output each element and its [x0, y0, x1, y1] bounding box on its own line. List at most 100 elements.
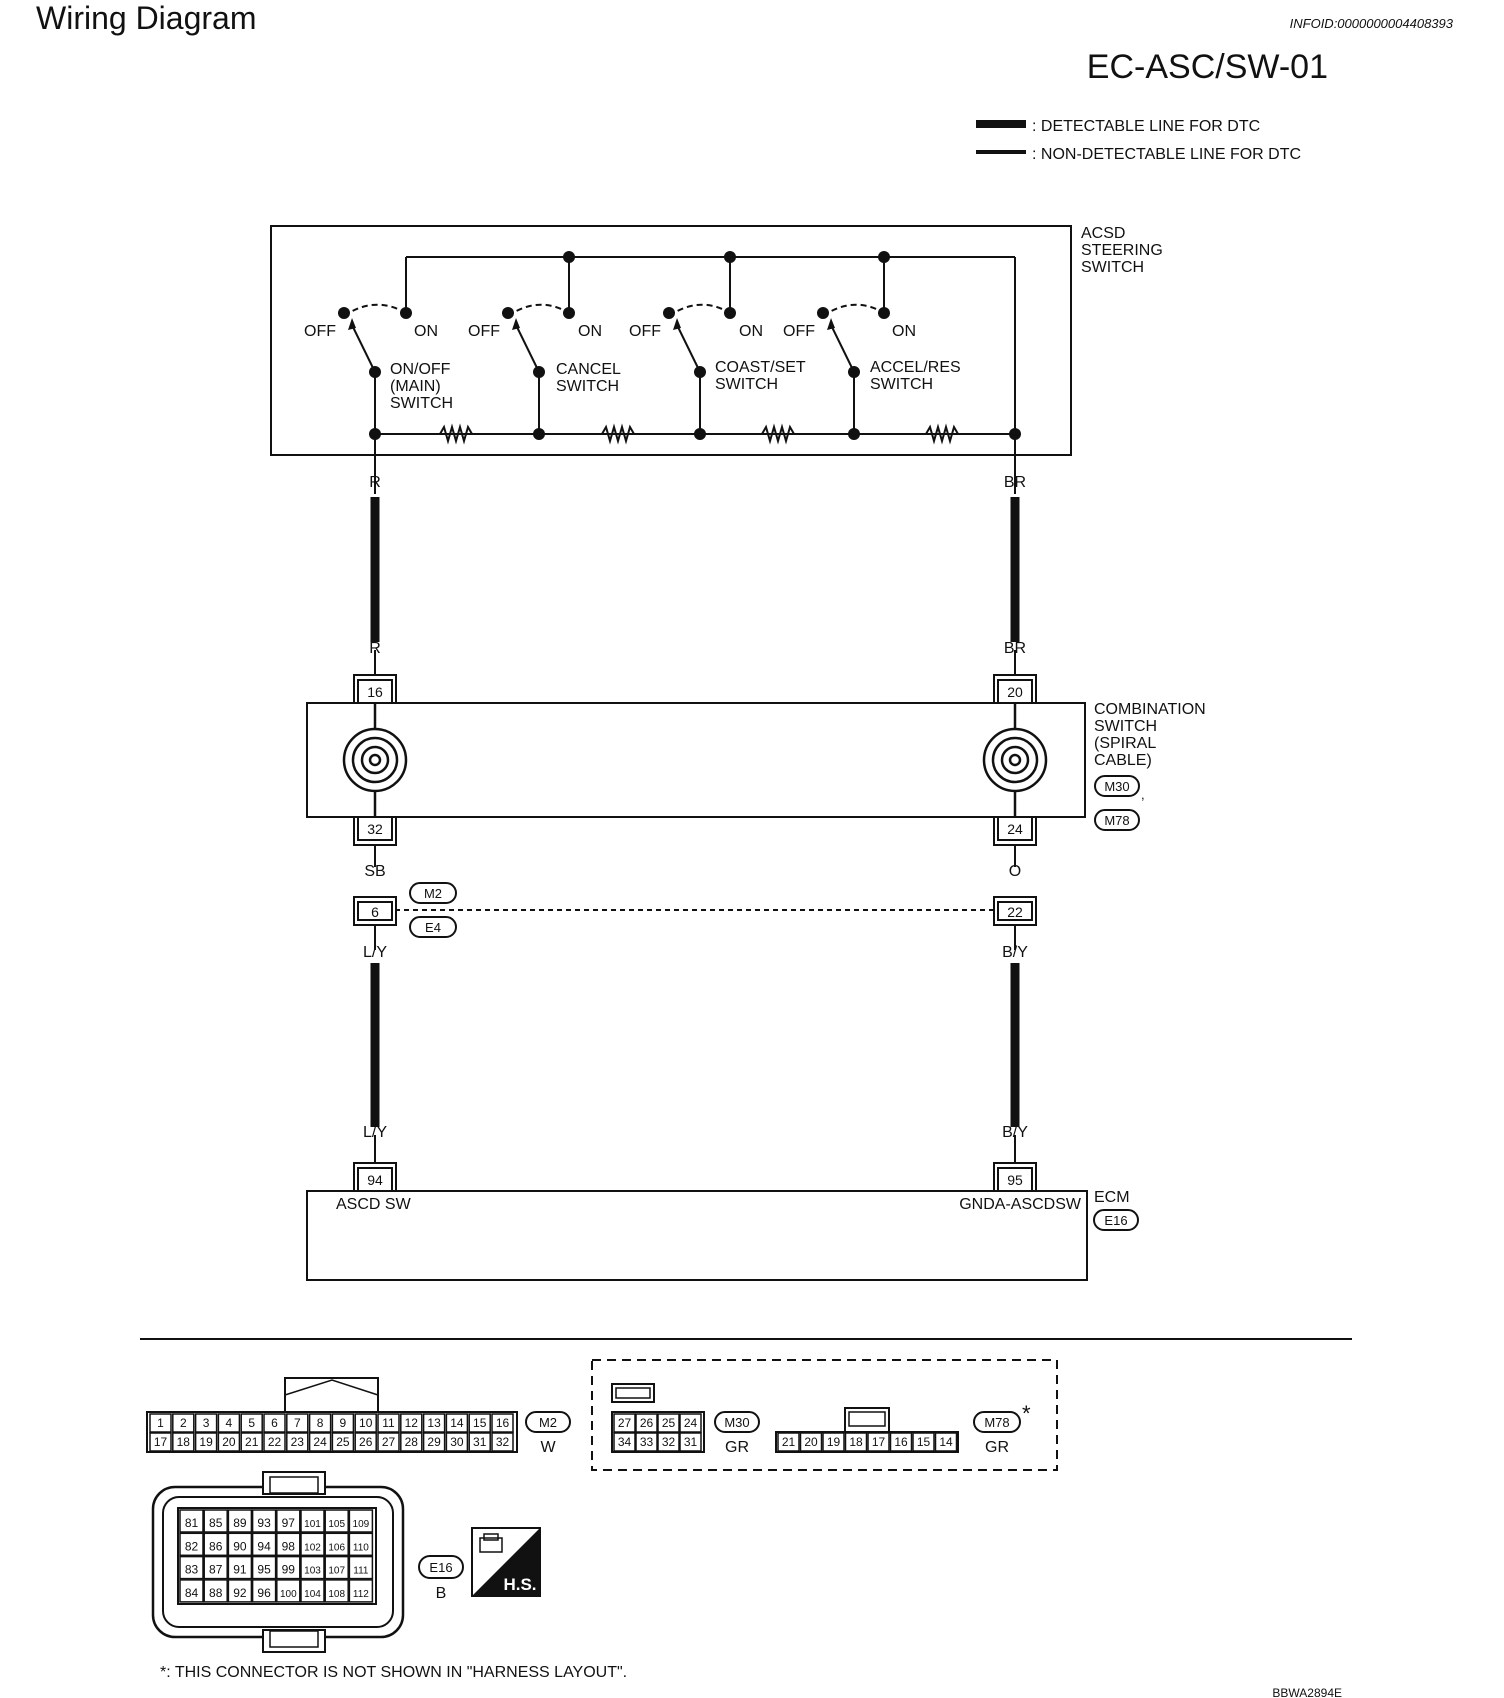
pin-cell [777, 1432, 800, 1452]
pin-number: 110 [353, 1542, 369, 1553]
pin-number: 13 [427, 1416, 441, 1430]
pin-number: 84 [185, 1586, 199, 1600]
pin-24: 24 [1007, 821, 1023, 837]
pin-cell [263, 1413, 286, 1433]
pin-number: 1 [157, 1416, 164, 1430]
pin-cell [422, 1432, 446, 1452]
pin-cell [331, 1413, 355, 1433]
pin-number: 6 [271, 1416, 278, 1430]
pin-number: 83 [185, 1563, 199, 1577]
pin-number: 89 [233, 1516, 247, 1530]
pin-cell [468, 1413, 491, 1433]
pin-cell [203, 1509, 228, 1533]
pin-cell [348, 1532, 374, 1557]
wire-label-l-y: L/Y [363, 944, 387, 961]
wire-label-sb: SB [364, 863, 385, 880]
accel-res-switch-label-1: ACCEL/RES [870, 359, 961, 376]
pin-number: 32 [496, 1435, 510, 1449]
pin-number: 32 [662, 1435, 676, 1449]
pin-cell [613, 1413, 636, 1433]
ecm-box [306, 1190, 1088, 1281]
pin-number: 14 [450, 1416, 464, 1430]
pin-number: 7 [294, 1416, 301, 1430]
info-id: INFOID:0000000004408393 [1290, 16, 1454, 31]
pin-cell [276, 1509, 301, 1533]
pin-cell [240, 1432, 263, 1452]
pin-cell [179, 1509, 204, 1533]
pin-number: 21 [782, 1435, 796, 1449]
pin-number: 91 [233, 1563, 247, 1577]
pin-cell [867, 1432, 890, 1452]
pin-number: 14 [939, 1435, 953, 1449]
pin-number: 21 [245, 1435, 259, 1449]
junction-dots [338, 251, 1021, 440]
pin-cell [227, 1509, 253, 1533]
pin-number: 106 [328, 1542, 345, 1553]
connector-badge-m78 [973, 1411, 1021, 1433]
connector-m2-label: M2 [424, 886, 442, 901]
pin-number: 24 [313, 1435, 327, 1449]
pin-cell [324, 1555, 349, 1580]
steering-switch-unit [270, 225, 1072, 456]
figure-code: BBWA2894E [1272, 1686, 1342, 1698]
off-label: OFF [304, 323, 336, 340]
pin-number: 11 [382, 1416, 395, 1430]
pin-cell [300, 1555, 325, 1580]
pin-cell [217, 1413, 241, 1433]
pin-number: 22 [268, 1435, 282, 1449]
pin-cell [227, 1555, 253, 1580]
pin-cell [613, 1432, 636, 1452]
coast-set-switch-label-1: COAST/SET [715, 359, 806, 376]
on-label: ON [414, 323, 438, 340]
pin-cell [491, 1413, 514, 1433]
connector-e16-label: E16 [1104, 1213, 1127, 1228]
pin-number: 109 [353, 1519, 370, 1530]
combination-switch: 16 20 32 24 COMBINATION SWITCH (SPIRAL C… [306, 674, 1206, 846]
steering-title-line-3: SWITCH [1081, 259, 1144, 276]
pin-number: 17 [872, 1435, 886, 1449]
pin-number: 19 [199, 1435, 213, 1449]
pin-number: 2 [180, 1416, 187, 1430]
pin-number: 31 [473, 1435, 487, 1449]
pin-cell [276, 1579, 301, 1603]
pin-cell [179, 1579, 204, 1603]
pin-32: 32 [367, 821, 383, 837]
diagram-code: EC-ASC/SW-01 [1087, 48, 1328, 86]
hs-label: H.S. [503, 1575, 536, 1594]
pin-cell [324, 1579, 349, 1603]
pin-number: 99 [282, 1563, 296, 1577]
pin-16: 16 [367, 684, 383, 700]
pin-number: 16 [496, 1416, 510, 1430]
pin-cell [300, 1509, 325, 1533]
wire-label-br: BR [1004, 474, 1026, 491]
combination-title-line-2: SWITCH [1094, 718, 1157, 735]
connector-e4-label: E4 [425, 920, 441, 935]
pin-cell [263, 1432, 286, 1452]
pin-cell [286, 1413, 309, 1433]
pin-cell [300, 1532, 325, 1557]
off-label: OFF [629, 323, 661, 340]
pin-cell [445, 1413, 469, 1433]
legend-non-detectable-swatch [976, 150, 1026, 154]
legend-detectable-text: : DETECTABLE LINE FOR DTC [1032, 118, 1260, 135]
switch-position-labels: OFF ON OFF ON OFF ON OFF ON [304, 323, 916, 340]
pin-number: 100 [280, 1589, 297, 1600]
pin-cell [844, 1432, 868, 1452]
connector-e16-view-label: E16 [429, 1560, 452, 1575]
cancel-switch-label-1: CANCEL [556, 361, 621, 378]
pin-cell [889, 1432, 913, 1452]
wire-label-b-y-2: B/Y [1002, 1124, 1028, 1141]
legend-non-detectable-text: : NON-DETECTABLE LINE FOR DTC [1032, 146, 1301, 163]
ecm-pin-label-gnda-ascdsw: GNDA-ASCDSW [959, 1196, 1082, 1213]
pin-20: 20 [1007, 684, 1023, 700]
pin-cell [912, 1432, 935, 1452]
pin-number: 82 [185, 1539, 199, 1553]
pin-number: 96 [257, 1586, 271, 1600]
pin-22: 22 [1007, 904, 1023, 920]
pin-number: 93 [257, 1516, 271, 1530]
pin-cell [445, 1432, 469, 1452]
pin-number: 19 [827, 1435, 841, 1449]
pin-number: 85 [209, 1516, 223, 1530]
